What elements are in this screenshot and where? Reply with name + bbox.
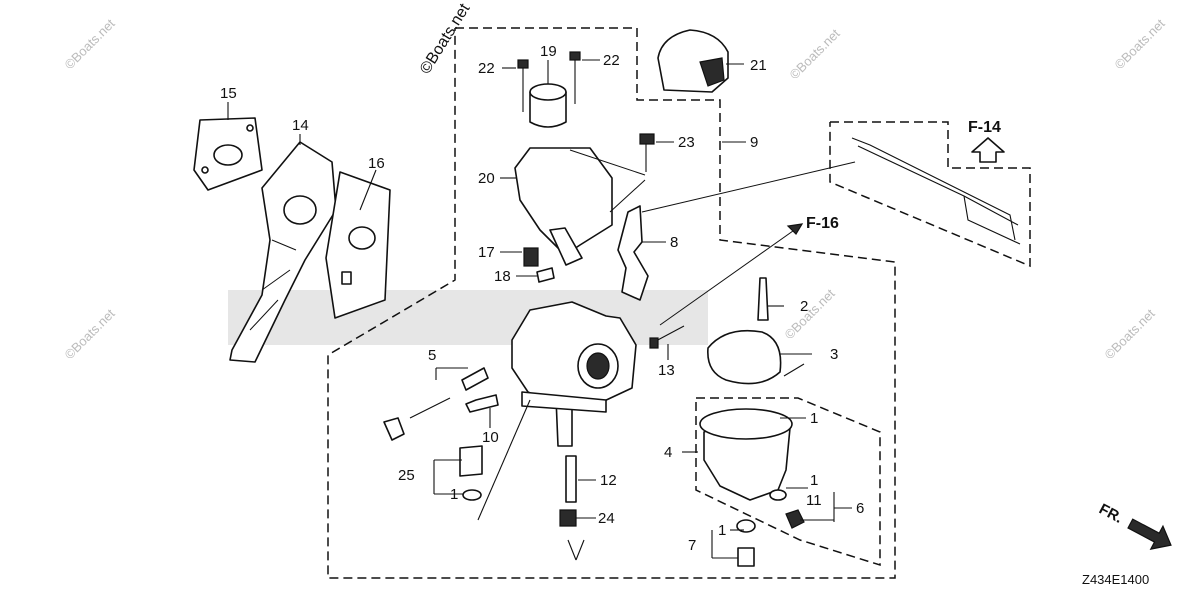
lever-8 <box>617 205 649 301</box>
link-line-8 <box>641 161 856 213</box>
part-number-1-left[interactable]: 1 <box>450 486 458 503</box>
watermark: ©Boats.net <box>787 26 843 82</box>
drain-screw-25 <box>459 445 483 477</box>
part-number-10[interactable]: 10 <box>482 429 499 446</box>
screw-10 <box>465 394 499 413</box>
carburetor-base <box>521 391 607 413</box>
part-number-8[interactable]: 8 <box>670 234 678 251</box>
direction-label: FR. <box>1096 501 1125 527</box>
part-number-1-right[interactable]: 1 <box>810 472 818 489</box>
spring-5 <box>461 367 489 391</box>
watermark-main: ©Boats.net <box>417 0 474 77</box>
right-arrow-icon <box>1127 518 1172 550</box>
ref-label-f14: F-14 <box>968 119 1001 136</box>
watermark: ©Boats.net <box>62 16 118 72</box>
part-number-22-right[interactable]: 22 <box>603 52 620 69</box>
spring-18 <box>536 267 555 283</box>
part-number-14[interactable]: 14 <box>292 117 309 134</box>
watermark: ©Boats.net <box>62 306 118 362</box>
watermark: ©Boats.net <box>1102 306 1158 362</box>
insulator-14-ribs <box>249 239 297 331</box>
needle-5 <box>409 397 451 419</box>
cap-19-top <box>529 83 567 101</box>
bowl-boundary <box>695 397 881 567</box>
part-number-19[interactable]: 19 <box>540 43 557 60</box>
part-number-22-left[interactable]: 22 <box>478 60 495 77</box>
gasket-16-hole <box>348 226 376 250</box>
screw-22-right <box>569 51 581 104</box>
gasket-16-slot <box>341 271 352 285</box>
up-arrow-icon <box>971 137 1005 163</box>
clip-17 <box>523 247 539 267</box>
part-number-7[interactable]: 7 <box>688 537 696 554</box>
carb-top-20-guide <box>609 179 646 213</box>
part-number-9[interactable]: 9 <box>750 134 758 151</box>
part-number-20[interactable]: 20 <box>478 170 495 187</box>
part-number-16[interactable]: 16 <box>368 155 385 172</box>
choke-rod <box>851 137 1021 245</box>
link-line-f16 <box>659 225 801 326</box>
washer-1-left <box>462 489 482 501</box>
part-number-5[interactable]: 5 <box>428 347 436 364</box>
jet-12 <box>565 455 577 503</box>
arrow-head-icon <box>786 223 804 235</box>
part-number-4[interactable]: 4 <box>664 444 672 461</box>
float-pin-3 <box>783 363 805 377</box>
float-3 <box>707 329 782 385</box>
front-direction-indicator: FR. <box>1096 501 1172 550</box>
part-number-3[interactable]: 3 <box>830 346 838 363</box>
part-number-24[interactable]: 24 <box>598 510 615 527</box>
watermark: ©Boats.net <box>782 286 838 342</box>
part-number-11[interactable]: 11 <box>806 492 822 509</box>
ref-label-f16: F-16 <box>806 215 839 232</box>
carb-top-20-neck <box>549 227 583 266</box>
washer-1-right <box>769 489 787 501</box>
part-number-23[interactable]: 23 <box>678 134 695 151</box>
insulator-14 <box>229 141 337 363</box>
bowl-gasket-1 <box>699 408 793 440</box>
knob-5 <box>383 417 405 441</box>
assembly-boundary <box>327 27 896 579</box>
part-number-2[interactable]: 2 <box>800 298 808 315</box>
part-number-1-bottom[interactable]: 1 <box>718 522 726 539</box>
screw-13 <box>649 325 685 349</box>
choke-rod-boundary <box>829 121 1031 268</box>
part-number-21[interactable]: 21 <box>750 57 767 74</box>
cover-21-shade <box>699 57 725 87</box>
gasket-15-hole <box>213 144 243 166</box>
watermark: ©Boats.net <box>1112 16 1168 72</box>
carb-top-20-guide <box>569 149 646 176</box>
part-number-12[interactable]: 12 <box>600 472 617 489</box>
needle-2 <box>757 277 769 321</box>
carburetor-bore-inner <box>586 352 610 380</box>
part-number-13[interactable]: 13 <box>658 362 675 379</box>
screw-11 <box>785 509 805 529</box>
part-number-15[interactable]: 15 <box>220 85 237 102</box>
part-number-18[interactable]: 18 <box>494 268 511 285</box>
part-number-6[interactable]: 6 <box>856 500 864 517</box>
leader-lines <box>227 59 852 561</box>
screw-22-left <box>517 59 529 112</box>
diagram-code: Z434E1400 <box>1082 572 1149 587</box>
part-number-25[interactable]: 25 <box>398 467 415 484</box>
carb-top-20 <box>514 147 613 256</box>
screw-23 <box>639 133 655 172</box>
part-number-1-bowl[interactable]: 1 <box>810 410 818 427</box>
gasket-15-bolt-hole <box>201 166 209 174</box>
jet-24 <box>559 509 577 527</box>
bolt-7 <box>737 547 755 567</box>
washer-1-bottom <box>736 519 756 533</box>
part-number-17[interactable]: 17 <box>478 244 495 261</box>
gasket-15-bolt-hole <box>246 124 254 132</box>
insulator-14-port <box>283 195 317 225</box>
